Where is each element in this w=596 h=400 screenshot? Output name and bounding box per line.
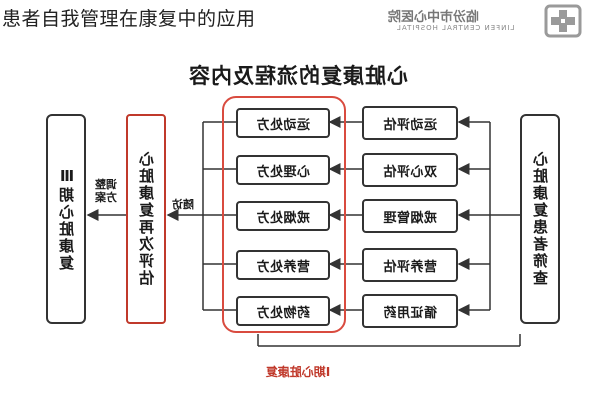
screening-box: 心脏康复患者筛查 xyxy=(520,114,560,324)
screening-label: 心脏康复患者筛查 xyxy=(531,151,550,287)
prescription-group xyxy=(222,96,346,333)
prescription-box-psych: 心理处方 xyxy=(236,155,330,185)
phase-three-box: Ⅲ期心脏康复 xyxy=(46,114,86,324)
evaluation-label: 双心评估 xyxy=(382,164,437,180)
prescription-label: 营养处方 xyxy=(255,259,310,275)
prescription-box-nutrition: 营养处方 xyxy=(236,250,330,280)
adjust-plan-text: 调整方案 xyxy=(95,178,117,204)
prescription-box-medication: 药物处方 xyxy=(236,296,330,326)
hospital-logo-icon xyxy=(544,4,582,38)
evaluation-box-nutrition: 营养评估 xyxy=(362,248,458,282)
evaluation-box-smoking: 戒烟管理 xyxy=(362,199,458,233)
prescription-label: 心理处方 xyxy=(255,164,310,180)
evaluation-label: 戒烟管理 xyxy=(382,210,437,226)
phase-one-label: Ⅰ期心脏康复 xyxy=(265,365,331,379)
evaluation-box-exercise: 运动评估 xyxy=(362,106,458,140)
prescription-box-smoking: 戒烟处方 xyxy=(236,201,330,231)
prescription-label: 药物处方 xyxy=(255,305,310,321)
evaluation-label: 运动评估 xyxy=(382,117,437,133)
phase-three-label: Ⅲ期心脏康复 xyxy=(57,166,76,272)
adjust-plan-label: 调整方案 xyxy=(91,178,121,204)
evaluation-box-dual-heart: 双心评估 xyxy=(362,153,458,187)
prescription-label: 运动处方 xyxy=(255,117,310,133)
evaluation-box-medication: 循证用药 xyxy=(362,294,458,328)
reevaluation-label: 心脏康复再次评估 xyxy=(137,151,156,287)
reevaluation-box: 心脏康复再次评估 xyxy=(126,114,166,324)
followup-label: 随访 xyxy=(172,198,194,211)
evaluation-label: 循证用药 xyxy=(382,305,437,321)
header-bar: 患者自我管理在康复中的应用 临汾市中心医院 LINFEN CENTRAL HOS… xyxy=(0,0,596,40)
prescription-box-exercise: 运动处方 xyxy=(236,108,330,138)
prescription-label: 戒烟处方 xyxy=(255,210,310,226)
page-title: 患者自我管理在康复中的应用 xyxy=(2,8,256,30)
evaluation-label: 营养评估 xyxy=(382,259,437,275)
